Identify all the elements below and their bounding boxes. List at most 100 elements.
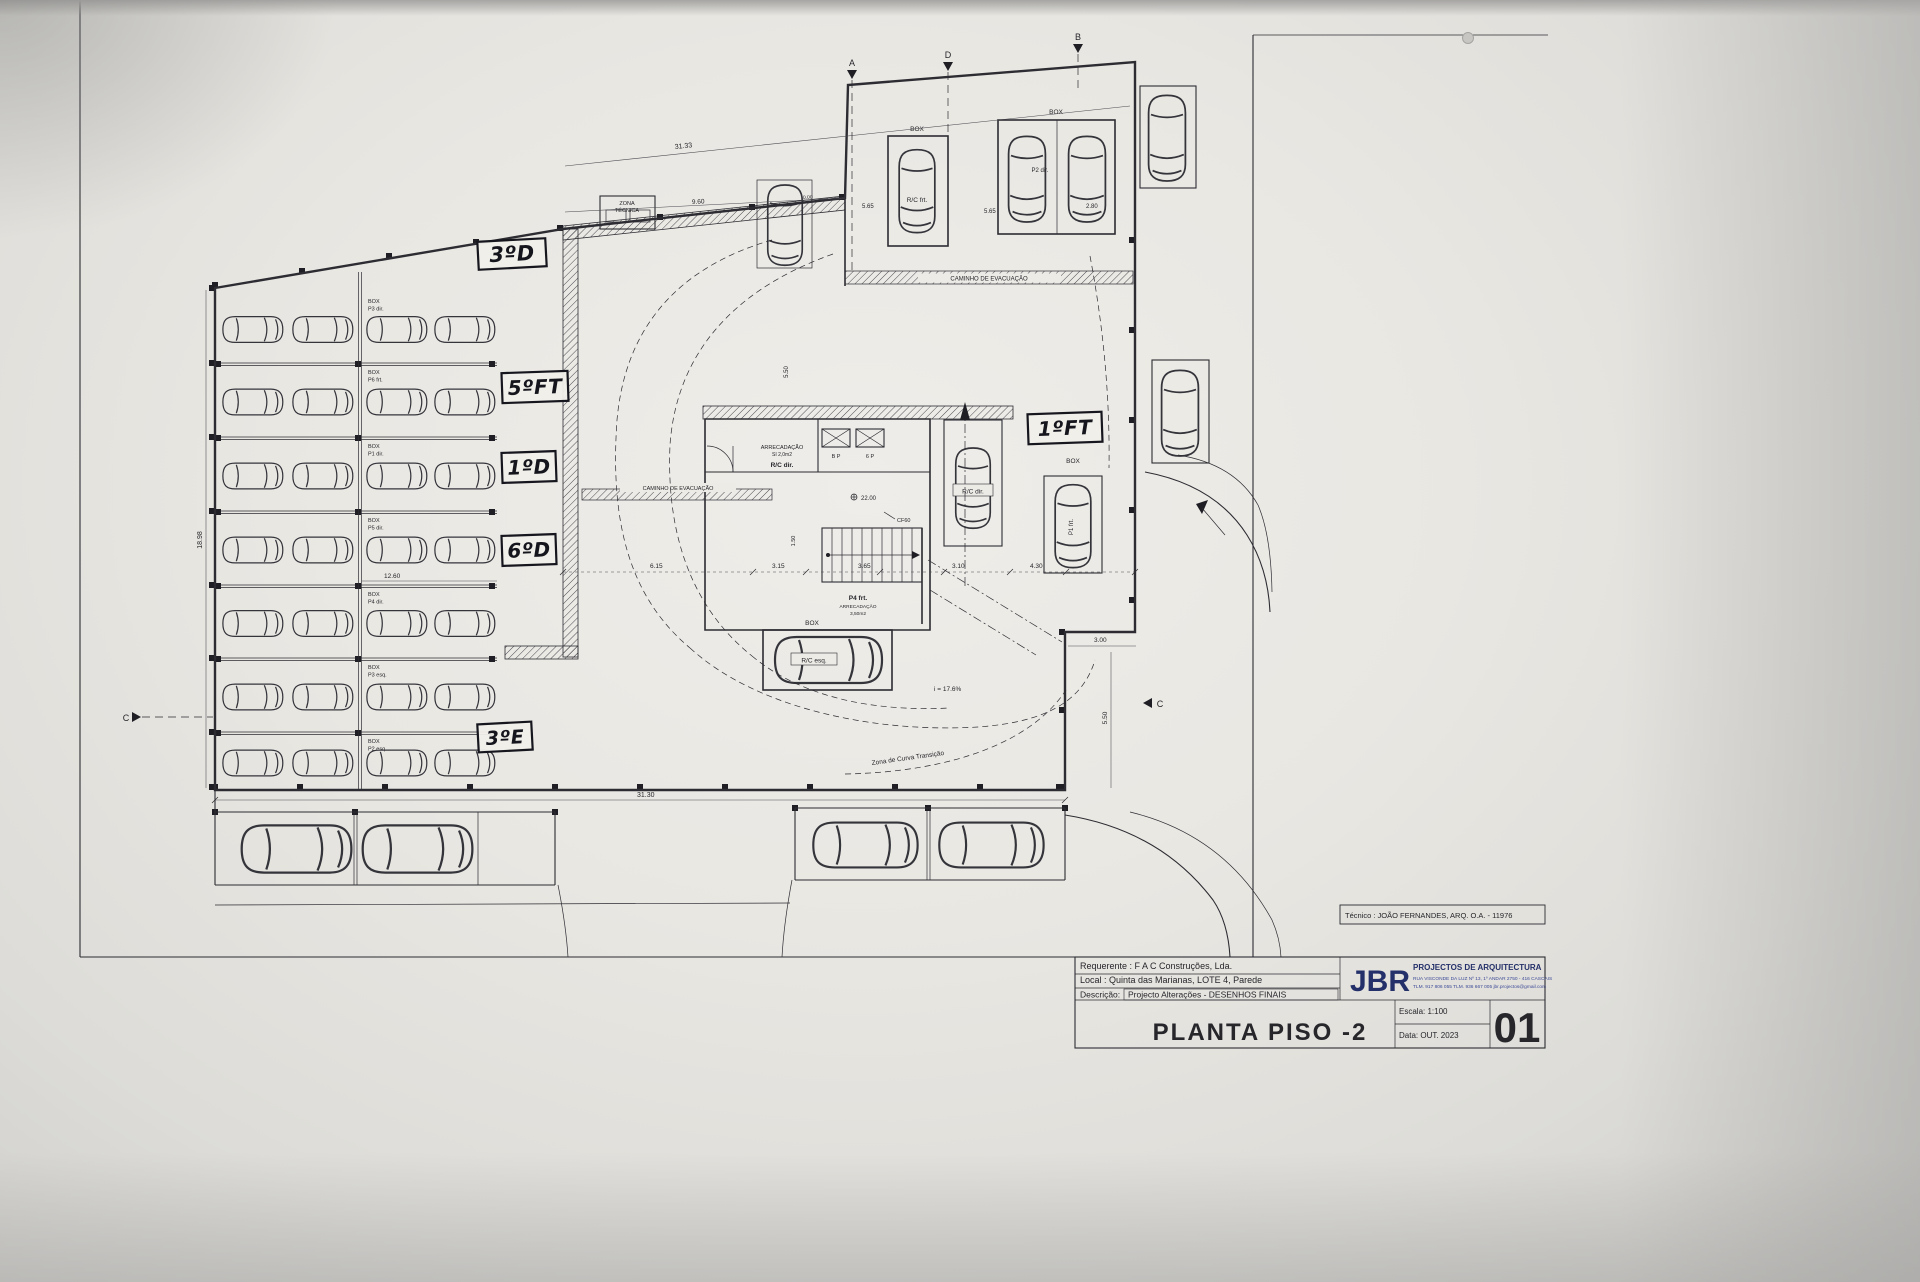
car-icon xyxy=(222,462,284,490)
pilaster xyxy=(209,508,215,514)
pilaster xyxy=(489,361,495,367)
pilaster xyxy=(209,655,215,661)
section-marker-c-right: C xyxy=(1157,699,1164,709)
building-core: B P 6 P ARRECADAÇÃO SI 2,0m2 R/C dir. P4… xyxy=(704,418,931,631)
car-icon xyxy=(222,610,284,637)
stall-box-label: BOX xyxy=(368,592,380,598)
pilaster xyxy=(215,361,221,367)
dim-960: 9.60 xyxy=(692,198,705,206)
pilaster xyxy=(977,784,983,790)
stall-box-label: BOX xyxy=(368,299,380,305)
pilaster xyxy=(355,656,361,662)
storage-area-label: SI 2,0m2 xyxy=(772,452,792,458)
stall-unit-label: P5 dir. xyxy=(368,526,384,532)
stall-box-label: BOX xyxy=(368,370,380,376)
handwritten-5ft: 5ºFT xyxy=(507,374,563,400)
car-icon xyxy=(222,388,284,416)
zona-tecnica-label: ZONA xyxy=(619,201,635,207)
pilaster xyxy=(382,784,388,790)
section-marker-d: D xyxy=(945,50,952,60)
punch-hole xyxy=(1462,32,1474,44)
dim-300: 3.00 xyxy=(1094,637,1107,644)
stall-box-label: BOX xyxy=(368,665,380,671)
handwritten-3e: 3ºE xyxy=(485,726,525,750)
car-icon xyxy=(812,821,919,869)
dim-310: 3.10 xyxy=(952,563,965,570)
pilaster xyxy=(355,361,361,367)
car-icon xyxy=(434,683,496,711)
car-icon xyxy=(1160,369,1200,457)
pilaster xyxy=(215,656,221,662)
pilaster xyxy=(215,730,221,736)
stall-box-label: BOX xyxy=(368,739,380,745)
elevator-label: 6 P xyxy=(866,454,875,460)
dim-430: 4.30 xyxy=(1030,563,1043,570)
car-icon xyxy=(222,536,284,564)
dim-000: 0.00 xyxy=(803,194,813,201)
car-icon xyxy=(434,536,496,564)
pilaster xyxy=(1059,629,1065,635)
unit-label-rc-dir-core: R/C dir. xyxy=(771,462,794,469)
pilaster xyxy=(1129,237,1135,243)
pilaster xyxy=(299,268,305,274)
evacuation-path-label: CAMINHO DE EVACUAÇÃO xyxy=(643,485,715,492)
unit-label-rc-dir: R/C dir. xyxy=(962,489,984,496)
pilaster xyxy=(489,435,495,441)
dim-565b: 5.65 xyxy=(984,209,996,215)
car-icon xyxy=(292,536,354,564)
pilaster xyxy=(386,253,392,259)
pilaster xyxy=(557,225,563,231)
dim-565: 5.65 xyxy=(862,204,874,210)
description-label: Descrição: xyxy=(1080,990,1120,1000)
pilaster xyxy=(489,656,495,662)
pilaster xyxy=(215,583,221,589)
pilaster xyxy=(355,730,361,736)
unit-label-p2-dir: P2 dir. xyxy=(1031,168,1048,174)
stall-box-label: BOX xyxy=(368,518,380,524)
car-icon xyxy=(240,824,353,874)
car-icon xyxy=(938,821,1045,869)
dim-365: 3.65 xyxy=(858,563,871,570)
firm-subtitle: PROJECTOS DE ARQUITECTURA xyxy=(1413,963,1542,972)
parking-stalls: BOX R/C frt. BOX P2 dir. R/C dir. BOX P1… xyxy=(214,85,1210,886)
pilaster xyxy=(473,239,479,245)
car-icon xyxy=(434,388,496,416)
car-icon xyxy=(366,388,428,416)
section-marker-c-left: C xyxy=(123,713,130,723)
firm-contacts: TLM. 917 806 055 TLM. 936 667 005 jbr.pr… xyxy=(1413,984,1546,990)
pilaster xyxy=(807,784,813,790)
dim-1260: 12.60 xyxy=(384,573,401,580)
dim-150: 1.50 xyxy=(791,536,797,547)
stall-unit-label: P1 dir. xyxy=(368,452,384,458)
handwritten-annotations: 3ºD 5ºFT 1ºD 6ºD 3ºE 1ºFT xyxy=(476,237,1104,754)
pilaster xyxy=(722,784,728,790)
handwritten-1ft: 1ºFT xyxy=(1037,415,1093,441)
car-icon xyxy=(292,388,354,416)
dim-3133: 31.33 xyxy=(674,142,692,151)
pilaster xyxy=(209,582,215,588)
client-row: Requerente : F A C Construções, Lda. xyxy=(1080,961,1232,971)
firm-logo: JBR xyxy=(1350,965,1410,998)
pilaster xyxy=(212,282,218,288)
pilaster xyxy=(297,784,303,790)
dim-280: 2.80 xyxy=(1086,204,1098,210)
car-icon xyxy=(1147,94,1187,182)
pilaster xyxy=(637,784,643,790)
scale-label: Escala: 1:100 xyxy=(1399,1007,1448,1016)
car-icon xyxy=(898,148,936,234)
drawing-title: PLANTA PISO -2 xyxy=(1153,1019,1368,1046)
pilaster xyxy=(892,784,898,790)
car-icon xyxy=(366,316,428,343)
transition-curve-label: Zona de Curva Transição xyxy=(871,750,945,767)
location-row: Local : Quinta das Marianas, LOTE 4, Par… xyxy=(1080,975,1262,985)
car-icon xyxy=(292,683,354,711)
pilaster xyxy=(355,509,361,515)
pilaster xyxy=(355,435,361,441)
car-icon xyxy=(292,462,354,490)
pilaster xyxy=(749,204,755,210)
date-label: Data: OUT. 2023 xyxy=(1399,1031,1459,1040)
pilaster xyxy=(552,784,558,790)
technician-label: Técnico : JOÃO FERNANDES, ARQ. O.A. - 11… xyxy=(1345,911,1512,920)
title-block: Técnico : JOÃO FERNANDES, ARQ. O.A. - 11… xyxy=(1074,904,1552,1051)
